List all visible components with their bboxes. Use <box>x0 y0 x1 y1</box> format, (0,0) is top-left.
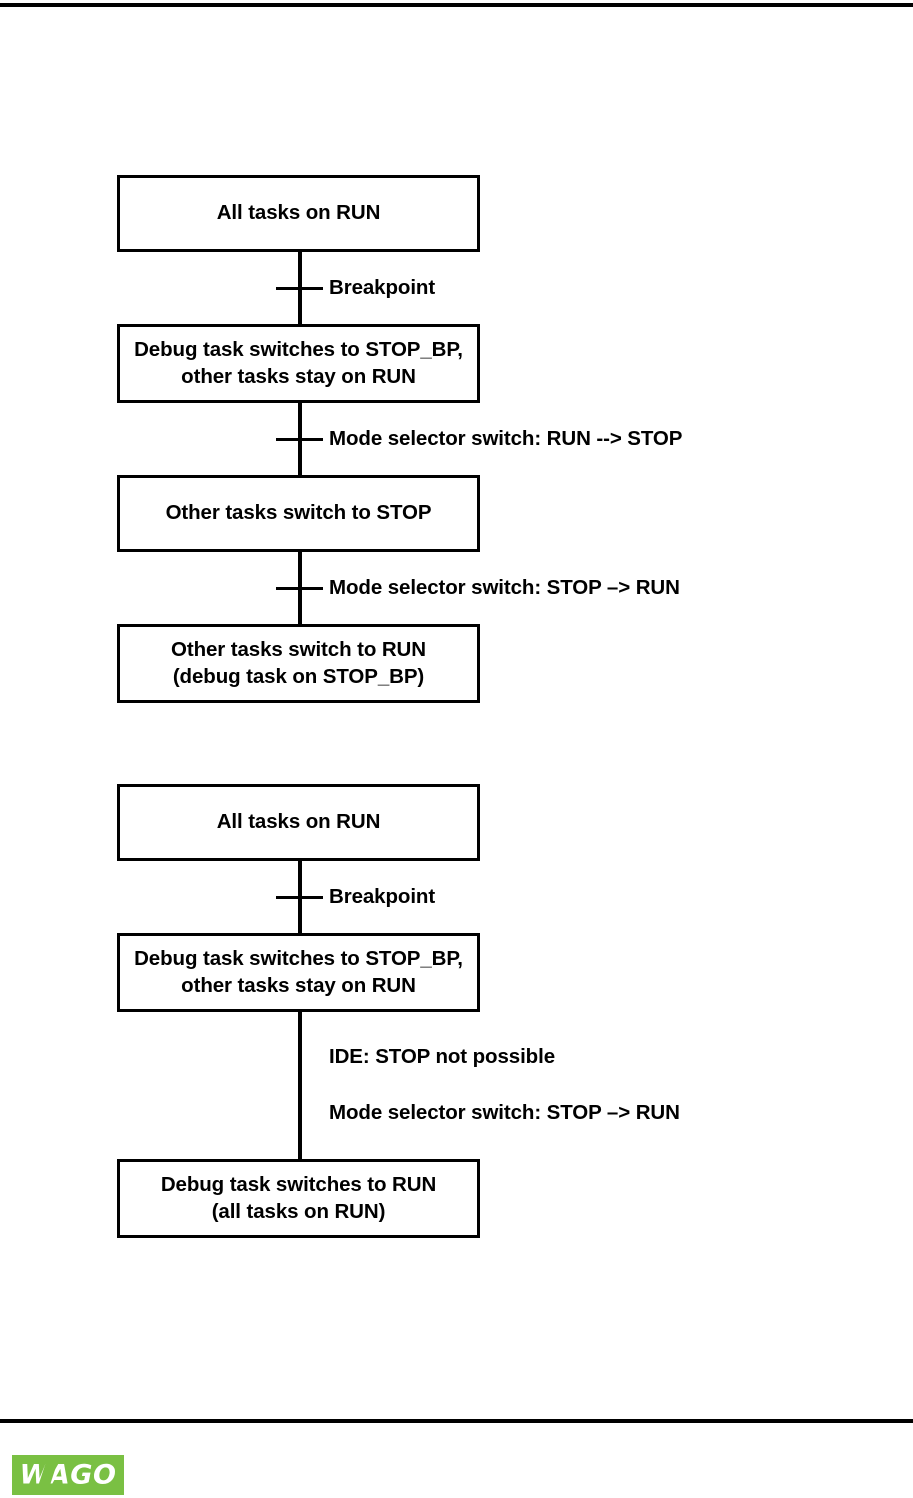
flow-node-label: All tasks on RUN <box>216 201 381 225</box>
flowchart-breakpoint-with-mode-selector: All tasks on RUN Breakpoint Debug task s… <box>117 175 817 703</box>
flow-node-label: (debug task on STOP_BP) <box>172 664 425 688</box>
flow-connector: Breakpoint <box>117 859 817 935</box>
footer-rule <box>0 1419 913 1423</box>
flow-node: Other tasks switch to STOP <box>117 475 480 552</box>
header-rule <box>0 3 913 7</box>
flow-connector: Mode selector switch: STOP –> RUN <box>117 550 817 626</box>
connector-label-upper: IDE: STOP not possible <box>329 1045 555 1068</box>
connector-tick <box>276 287 323 290</box>
flow-node-label: Debug task switches to STOP_BP, <box>134 947 463 971</box>
flow-node-label: other tasks stay on RUN <box>181 973 416 997</box>
connector-label: Mode selector switch: STOP –> RUN <box>329 576 680 599</box>
wago-logo: WAGO <box>12 1455 124 1495</box>
connector-label-lower: Mode selector switch: STOP –> RUN <box>329 1101 680 1124</box>
flow-connector: IDE: STOP not possible Mode selector swi… <box>117 1010 817 1161</box>
flow-node-label: (all tasks on RUN) <box>211 1199 386 1223</box>
flow-node-label: All tasks on RUN <box>216 810 381 834</box>
flow-node: Debug task switches to STOP_BP, other ta… <box>117 933 480 1012</box>
flow-connector: Breakpoint <box>117 250 817 326</box>
connector-line <box>298 1010 302 1161</box>
flow-node: All tasks on RUN <box>117 175 480 252</box>
flow-node-label: Other tasks switch to RUN <box>171 638 426 662</box>
flow-node-label: other tasks stay on RUN <box>181 364 416 388</box>
flowchart-breakpoint-stop-not-possible: All tasks on RUN Breakpoint Debug task s… <box>117 784 817 1238</box>
flow-node: Other tasks switch to RUN (debug task on… <box>117 624 480 703</box>
flow-node-label: Other tasks switch to STOP <box>165 501 432 525</box>
flow-node-label: Debug task switches to RUN <box>160 1173 437 1197</box>
connector-label: Breakpoint <box>329 885 436 908</box>
wago-logo-text: WAGO <box>19 1459 117 1491</box>
connector-label: Breakpoint <box>329 276 436 299</box>
connector-tick <box>276 438 323 441</box>
connector-tick <box>276 896 323 899</box>
connector-tick <box>276 587 323 590</box>
connector-label: Mode selector switch: RUN --> STOP <box>329 427 683 450</box>
flow-node: Debug task switches to RUN (all tasks on… <box>117 1159 480 1238</box>
flow-connector: Mode selector switch: RUN --> STOP <box>117 401 817 477</box>
flow-node-label: Debug task switches to STOP_BP, <box>134 338 463 362</box>
flow-node: All tasks on RUN <box>117 784 480 861</box>
flow-node: Debug task switches to STOP_BP, other ta… <box>117 324 480 403</box>
